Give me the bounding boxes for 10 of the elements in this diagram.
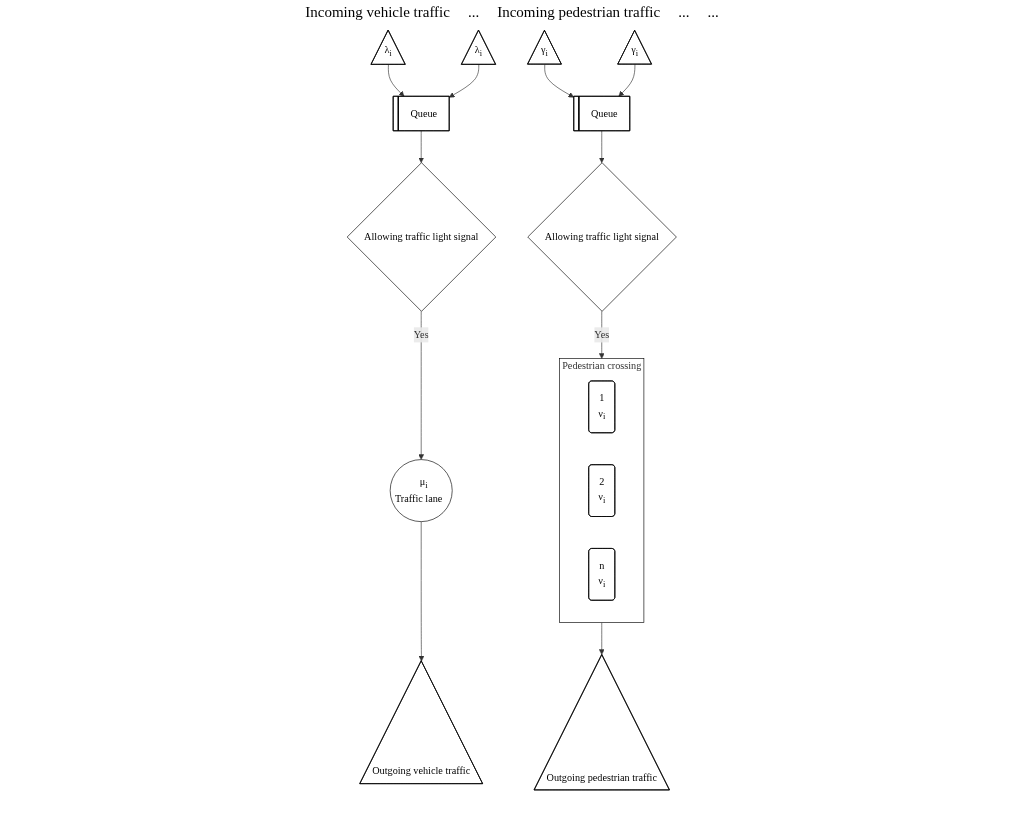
node-diamond: Allowing traffic light signal [527,162,677,312]
node-diamond: Allowing traffic light signal [347,162,497,312]
note-text: ... [467,4,480,21]
node-circle: μ$_{i}$ Traffic lane [390,459,453,522]
note-text: ... [707,4,719,21]
note-text: ... [678,4,690,21]
note-text: Incoming pedestrian traffic [497,4,661,21]
note-text: Incoming vehicle traffic [305,4,450,21]
edge-label: Yes [413,329,429,341]
edge-label: Yes [594,329,610,341]
